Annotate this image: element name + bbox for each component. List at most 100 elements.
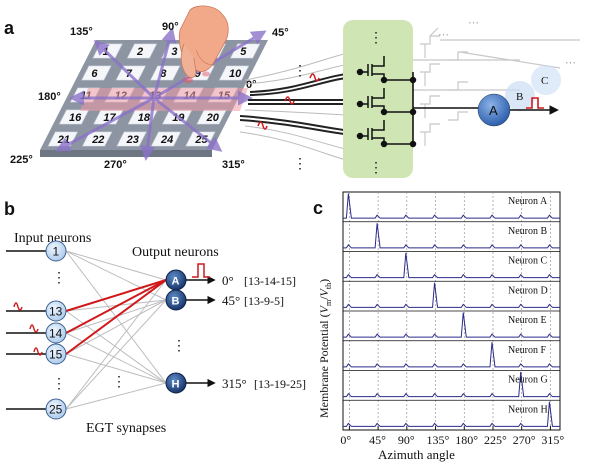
grid-tile-number: 3	[171, 46, 177, 58]
input-neuron-label: 14	[49, 327, 63, 341]
x-tick-label: 270°	[513, 433, 536, 447]
input-ellipsis: ⋮	[52, 271, 66, 286]
grid-tile-number: 6	[91, 68, 98, 80]
box-dots-bottom: ⋮	[369, 161, 383, 176]
x-tick-label: 225°	[484, 433, 507, 447]
grid-tile	[126, 43, 158, 59]
dots-bottom: ⋮	[293, 157, 307, 172]
arrow-270	[140, 97, 156, 161]
dots-top: ⋮	[293, 64, 307, 79]
neuron-c-label: C	[541, 75, 548, 87]
input-neuron	[45, 322, 67, 344]
output-neuron-label: H	[172, 379, 180, 391]
series-label: Neuron E	[508, 315, 547, 326]
neuron-b-ghost	[505, 81, 535, 111]
panel-label-a: a	[4, 18, 15, 38]
series-label: Neuron G	[508, 375, 548, 386]
membrane-potential-chart: 0°45°90°135°180°225°270°315°Neuron ANeur…	[340, 191, 564, 447]
x-tick-label: 315°	[541, 433, 564, 447]
neuron-trace	[343, 252, 560, 279]
grid-tile-number: 22	[91, 134, 104, 146]
grid-tile-number: 8	[160, 68, 167, 80]
active-synapse-line	[65, 279, 167, 334]
series-label: Neuron C	[508, 256, 547, 267]
output-angle: 315°	[222, 376, 247, 391]
ghost-hdots-3: ⋯	[565, 57, 576, 69]
output-neuron-label: A	[172, 276, 180, 288]
input-neuron-label: 13	[49, 305, 63, 319]
grid-tile-number: 24	[160, 134, 173, 146]
output-spike	[192, 263, 210, 278]
x-tick-label: 45°	[369, 433, 386, 447]
output-wires	[412, 72, 478, 144]
output-path: [13-14-15]	[244, 274, 296, 288]
neuron-trace	[343, 312, 560, 338]
input-neuron-label: 25	[49, 403, 63, 417]
output-neurons-title: Output neurons	[132, 245, 219, 260]
ghost-hdots-1: ⋯	[438, 29, 449, 41]
grid-tile-number: 20	[206, 112, 220, 124]
neuron-trace	[343, 282, 560, 308]
angle-180: 180°	[38, 91, 61, 103]
x-tick-label: 0°	[340, 433, 351, 447]
neuron-a-label: A	[489, 103, 498, 118]
active-synapse-line	[65, 279, 167, 355]
x-axis-label: Azimuth angle	[378, 447, 455, 462]
input-spike	[29, 324, 39, 333]
neuron-trace	[343, 223, 560, 249]
input-neuron-label: 15	[49, 348, 63, 362]
angle-315: 315°	[222, 159, 245, 171]
angle-135: 135°	[70, 26, 93, 38]
grid-tile-number: 23	[126, 134, 139, 146]
input-neuron	[45, 300, 67, 322]
series-label: Neuron H	[508, 404, 548, 415]
synapse-line	[65, 299, 167, 410]
synapse-line	[65, 310, 167, 384]
arrow-90	[152, 27, 177, 99]
x-tick-label: 180°	[455, 433, 478, 447]
input-spikes	[257, 73, 320, 130]
series-label: Neuron B	[508, 226, 547, 237]
series-label: Neuron A	[508, 196, 548, 207]
input-spike	[13, 302, 23, 311]
series-label: Neuron D	[508, 285, 548, 296]
grid-tile	[81, 131, 113, 147]
angle-90: 90°	[162, 21, 179, 33]
neuron-trace	[343, 371, 560, 398]
input-neurons-title: Input neurons	[14, 231, 91, 246]
neuron-trace	[343, 193, 560, 219]
grid-tile-number: 2	[136, 46, 143, 58]
output-path: [13-9-5]	[244, 294, 284, 308]
box-dots-top: ⋮	[369, 31, 383, 46]
x-tick-label: 90°	[398, 433, 415, 447]
synapse-line	[65, 299, 167, 355]
angle-0: 0°	[246, 79, 257, 91]
y-axis-label: Membrane Potential (Vm/Vth)	[317, 279, 333, 418]
panel-label-c: c	[313, 198, 323, 218]
grid-side	[40, 150, 212, 157]
neuron-b-label: B	[516, 91, 523, 103]
grid-tile-number: 18	[138, 112, 151, 124]
input-neuron-label: 1	[53, 245, 60, 259]
finger-icon	[178, 5, 229, 83]
grid-tile	[218, 65, 250, 81]
angle-270: 270°	[104, 159, 127, 171]
input-neuron	[45, 240, 67, 262]
output-angle: 45°	[222, 293, 240, 308]
arrow-315	[153, 96, 223, 152]
grid-tile	[116, 131, 147, 147]
synapse-line	[65, 250, 167, 281]
direction-arrows	[55, 27, 267, 161]
grid-tile	[81, 65, 112, 81]
input-ellipsis: ⋮	[52, 377, 66, 392]
panel-label-b: b	[4, 199, 15, 219]
grid-tile	[149, 65, 181, 81]
synapse-line	[65, 353, 167, 384]
output-ellipsis: ⋮	[172, 339, 186, 354]
grid-tile-number: 5	[240, 46, 247, 58]
input-neuron	[45, 398, 67, 420]
output-spike-a	[526, 97, 544, 109]
